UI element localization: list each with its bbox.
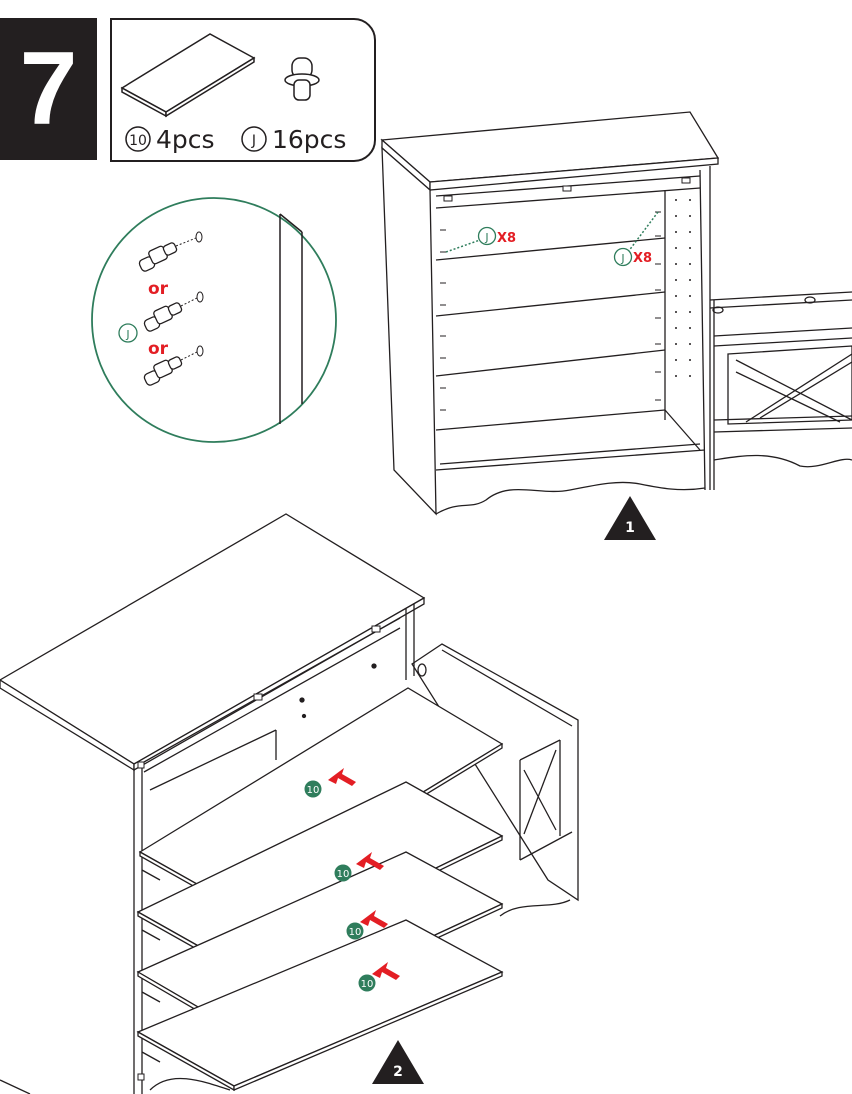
part-10-quantity: 4pcs	[156, 125, 215, 154]
shelf-pin-icon	[143, 356, 183, 386]
side-bench-unit	[709, 291, 852, 490]
parts-list-box: 10 J 4pcs 16pcs	[110, 18, 376, 162]
shelf-insert-arrow: 10	[346, 910, 388, 940]
pin-J-id-circle: J	[118, 323, 138, 343]
shelf-board-icon	[136, 919, 504, 1092]
cabinet-front-view	[380, 111, 720, 516]
step-number: 7	[19, 31, 78, 147]
shelf-insert-arrow: 10	[304, 768, 356, 798]
figure-1-marker: 1	[604, 496, 656, 540]
pin-count-label: X8	[497, 231, 516, 246]
svg-text:10: 10	[349, 927, 362, 938]
part-J-quantity: 16pcs	[272, 125, 346, 154]
left-pin-callout: J X8	[445, 226, 516, 253]
step-number-badge: 7	[0, 18, 97, 160]
svg-text:J: J	[125, 328, 129, 341]
svg-text:10: 10	[337, 869, 350, 880]
figure-2-marker: 2	[372, 1040, 424, 1084]
right-pin-callout: J X8	[613, 211, 659, 267]
pin-detail-callout: or J or	[91, 197, 337, 443]
cabinet-perspective-view	[0, 513, 579, 1094]
shelf-pin-icon	[143, 302, 183, 332]
part-10-id-circle: 10	[125, 126, 151, 152]
shelf-pin-icon	[284, 57, 320, 101]
shelf-insert-arrow: 10	[358, 962, 400, 992]
pin-count-label: X8	[633, 251, 652, 266]
svg-text:10: 10	[129, 133, 147, 149]
shelf-insert-arrow: 10	[334, 852, 384, 882]
svg-text:10: 10	[361, 979, 374, 990]
or-label: or	[148, 279, 169, 299]
svg-text:J: J	[620, 252, 624, 265]
svg-text:1: 1	[625, 520, 635, 536]
parts-illustration: 10 J 4pcs 16pcs	[120, 33, 346, 154]
shelf-pin-icon	[138, 242, 178, 272]
svg-text:J: J	[251, 133, 256, 149]
shelf-board-icon	[120, 33, 256, 118]
svg-text:2: 2	[393, 1064, 403, 1080]
svg-text:10: 10	[307, 785, 320, 796]
part-J-id-circle: J	[241, 126, 267, 152]
or-label: or	[148, 339, 169, 359]
svg-text:J: J	[484, 231, 488, 244]
